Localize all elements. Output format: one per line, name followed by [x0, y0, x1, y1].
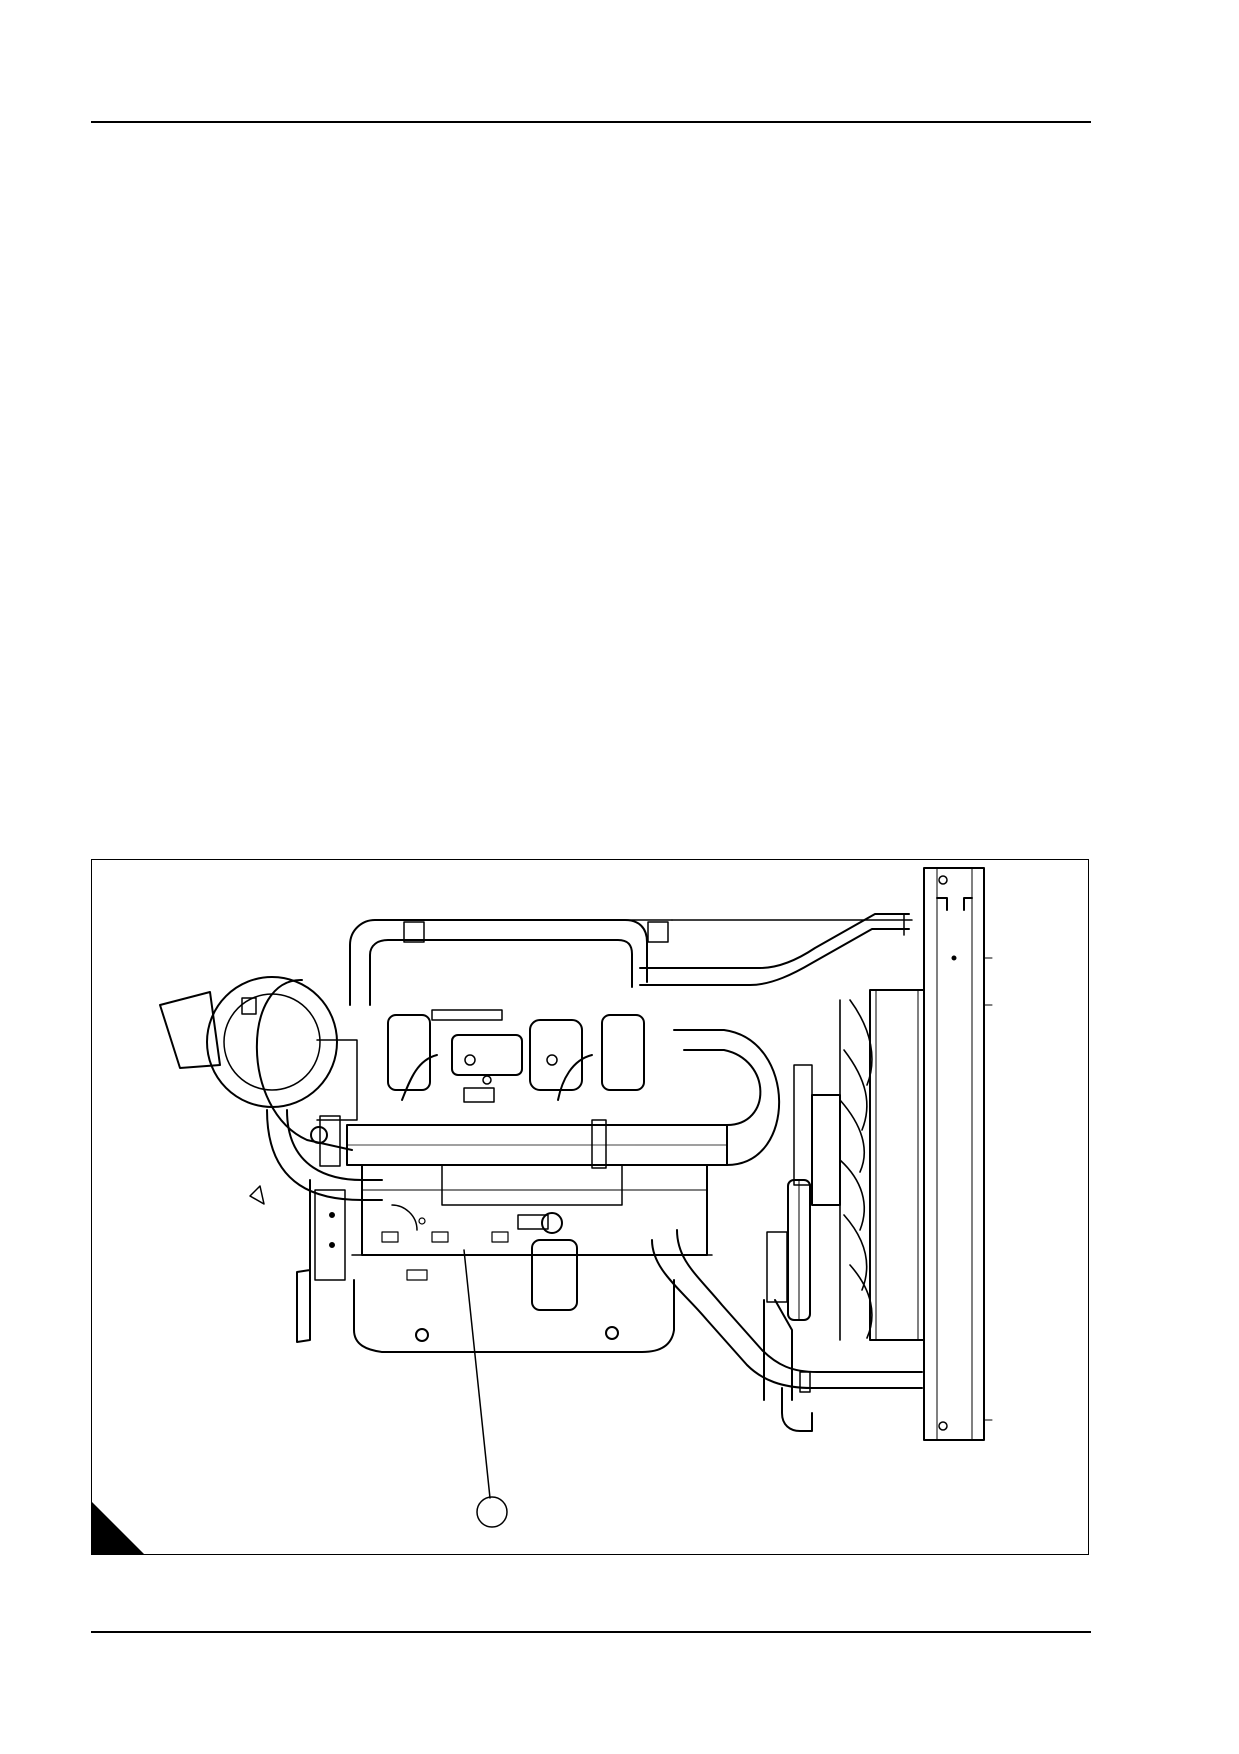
air-filter	[159, 976, 353, 1205]
radiator-frame	[923, 867, 993, 1441]
corner-mark	[92, 1502, 144, 1554]
turbochargers	[387, 1009, 645, 1103]
callout	[463, 1249, 508, 1528]
cooling-fan	[839, 999, 873, 1341]
air-intake-elbow	[266, 1039, 383, 1201]
header-rule	[91, 121, 1091, 123]
figure-frame	[91, 859, 1089, 1555]
footer-rule	[91, 1631, 1091, 1633]
engine-mount-left	[296, 1179, 346, 1343]
oil-sump	[353, 1279, 675, 1353]
fan-drive-pulleys	[763, 1064, 841, 1401]
radiator-core	[869, 989, 925, 1341]
engine-illustration	[159, 867, 993, 1528]
oil-filter	[517, 1212, 578, 1311]
engine-block	[351, 1164, 713, 1281]
coolant-top-pipe	[639, 913, 910, 986]
coolant-bottom-hose	[651, 1229, 923, 1432]
left-crossover-pipe	[349, 919, 913, 1006]
